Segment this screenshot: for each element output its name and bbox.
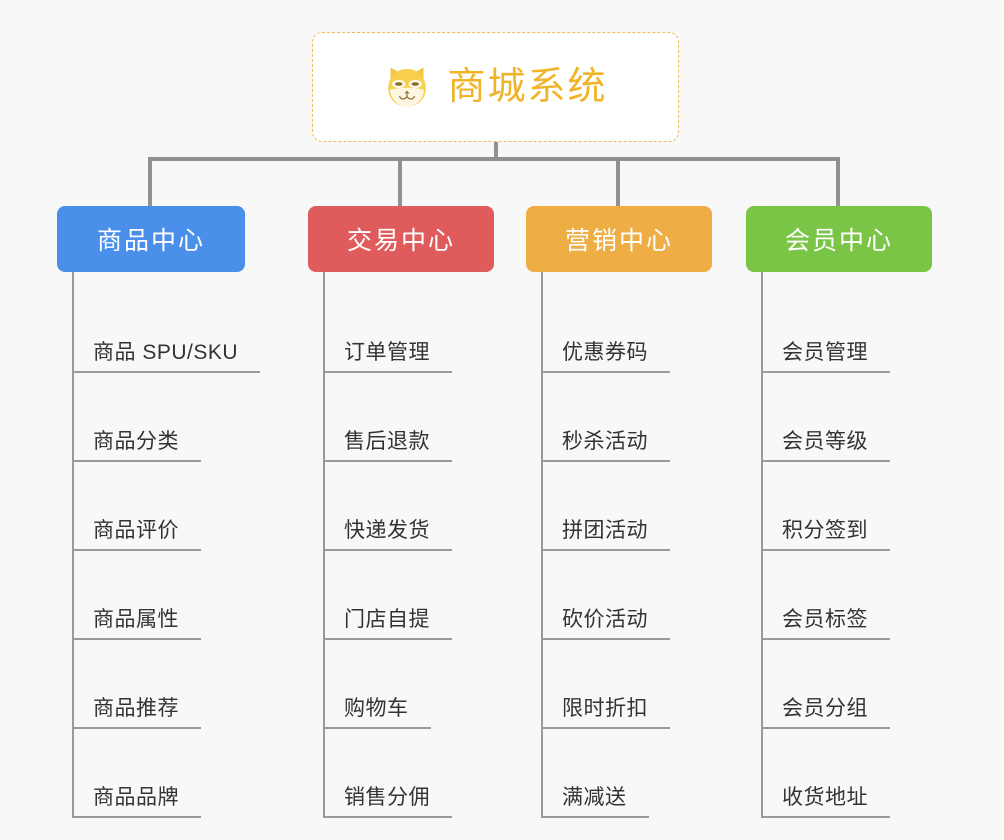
connector-drop-4: [836, 157, 840, 207]
leaf-label: 商品分类: [74, 429, 201, 462]
leaf-list-product: 商品 SPU/SKU 商品分类 商品评价 商品属性 商品推荐 商品品牌: [72, 272, 261, 818]
shiba-dog-face-icon: [388, 67, 427, 107]
list-item[interactable]: 会员管理: [763, 284, 932, 373]
list-item[interactable]: 积分签到: [763, 462, 932, 551]
root-node-mall-system[interactable]: 商城系统: [312, 32, 679, 142]
list-item[interactable]: 限时折扣: [543, 640, 712, 729]
list-item[interactable]: 购物车: [325, 640, 494, 729]
list-item[interactable]: 商品属性: [74, 551, 245, 640]
connector-root-stem: [494, 142, 498, 160]
list-item[interactable]: 快递发货: [325, 462, 494, 551]
leaf-label: 会员分组: [763, 696, 890, 729]
leaf-label: 会员等级: [763, 429, 890, 462]
leaf-label: 限时折扣: [543, 696, 670, 729]
list-item[interactable]: 拼团活动: [543, 462, 712, 551]
leaf-label: 销售分佣: [325, 785, 452, 818]
leaf-label: 会员标签: [763, 607, 890, 640]
leaf-label: 订单管理: [325, 340, 452, 373]
connector-horizontal-bus: [148, 157, 840, 161]
leaf-label: 门店自提: [325, 607, 452, 640]
leaf-list-member: 会员管理 会员等级 积分签到 会员标签 会员分组 收货地址: [761, 272, 932, 818]
connector-drop-3: [616, 157, 620, 207]
branch-column-marketing: 营销中心 优惠券码 秒杀活动 拼团活动 砍价活动 限时折扣 满减送: [526, 206, 712, 818]
branch-column-trade: 交易中心 订单管理 售后退款 快递发货 门店自提 购物车 销售分佣: [308, 206, 494, 818]
root-title: 商城系统: [447, 66, 608, 108]
connector-drop-2: [398, 157, 402, 207]
leaf-label: 快递发货: [325, 518, 452, 551]
list-item[interactable]: 商品品牌: [74, 729, 245, 818]
leaf-label: 收货地址: [763, 785, 890, 818]
leaf-label: 满减送: [543, 785, 649, 818]
list-item[interactable]: 门店自提: [325, 551, 494, 640]
list-item[interactable]: 订单管理: [325, 284, 494, 373]
leaf-label: 商品品牌: [74, 785, 201, 818]
list-item[interactable]: 售后退款: [325, 373, 494, 462]
leaf-list-marketing: 优惠券码 秒杀活动 拼团活动 砍价活动 限时折扣 满减送: [541, 272, 712, 818]
leaf-label: 商品 SPU/SKU: [74, 340, 261, 373]
leaf-label: 拼团活动: [543, 518, 670, 551]
list-item[interactable]: 满减送: [543, 729, 712, 818]
list-item[interactable]: 收货地址: [763, 729, 932, 818]
leaf-label: 商品评价: [74, 518, 201, 551]
branch-column-member: 会员中心 会员管理 会员等级 积分签到 会员标签 会员分组 收货地址: [746, 206, 932, 818]
branch-header-product[interactable]: 商品中心: [57, 206, 245, 272]
branch-column-product: 商品中心 商品 SPU/SKU 商品分类 商品评价 商品属性 商品推荐 商品品牌: [57, 206, 261, 818]
list-item[interactable]: 商品推荐: [74, 640, 245, 729]
leaf-list-trade: 订单管理 售后退款 快递发货 门店自提 购物车 销售分佣: [323, 272, 494, 818]
leaf-label: 砍价活动: [543, 607, 670, 640]
leaf-label: 商品属性: [74, 607, 201, 640]
list-item[interactable]: 商品 SPU/SKU: [74, 284, 261, 373]
list-item[interactable]: 销售分佣: [325, 729, 494, 818]
branch-header-trade[interactable]: 交易中心: [308, 206, 494, 272]
list-item[interactable]: 会员分组: [763, 640, 932, 729]
leaf-label: 商品推荐: [74, 696, 201, 729]
branch-header-marketing[interactable]: 营销中心: [526, 206, 712, 272]
leaf-label: 秒杀活动: [543, 429, 670, 462]
leaf-label: 购物车: [325, 696, 431, 729]
connector-drop-1: [148, 157, 152, 207]
list-item[interactable]: 会员标签: [763, 551, 932, 640]
list-item[interactable]: 会员等级: [763, 373, 932, 462]
list-item[interactable]: 商品分类: [74, 373, 245, 462]
leaf-label: 优惠券码: [543, 340, 670, 373]
branch-header-member[interactable]: 会员中心: [746, 206, 932, 272]
list-item[interactable]: 砍价活动: [543, 551, 712, 640]
leaf-label: 售后退款: [325, 429, 452, 462]
list-item[interactable]: 优惠券码: [543, 284, 712, 373]
leaf-label: 会员管理: [763, 340, 890, 373]
list-item[interactable]: 秒杀活动: [543, 373, 712, 462]
leaf-label: 积分签到: [763, 518, 890, 551]
list-item[interactable]: 商品评价: [74, 462, 245, 551]
